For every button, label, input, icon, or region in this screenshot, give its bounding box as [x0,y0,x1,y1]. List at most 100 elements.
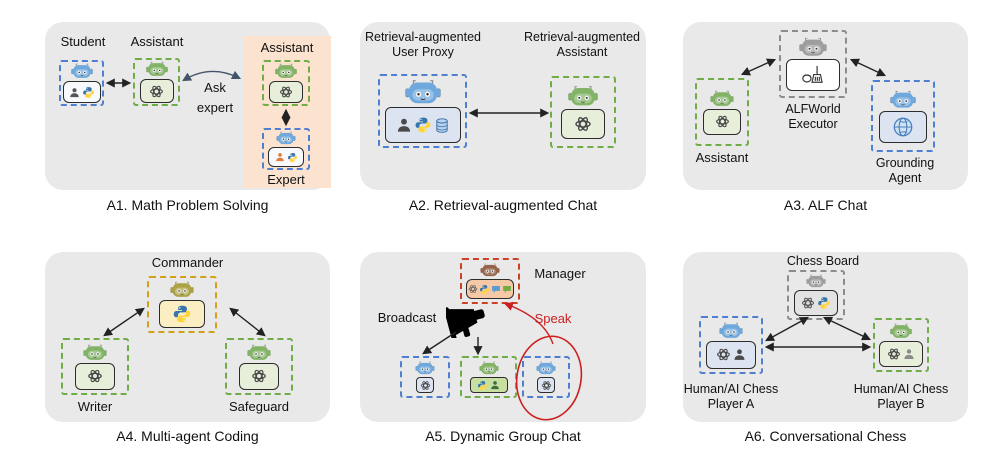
ask-expert-label-line2: expert [196,100,234,115]
expert-label: Expert [267,172,305,187]
robot-icon [799,37,827,57]
person-icon [275,152,285,162]
caption-a4: A4. Multi-agent Coding [116,428,259,444]
assistant-label: Assistant [695,150,749,165]
panel-a5: Manager Broadcast Speak [360,252,646,422]
python-icon [414,116,432,134]
player-b-screen [879,341,923,367]
commander-label: Commander [151,255,224,270]
player-a-screen [706,340,756,369]
caption-a5: A5. Dynamic Group Chat [425,428,581,444]
caption-a2: A2. Retrieval-augmented Chat [408,197,598,213]
panel-a1: Student Assistant Assistant [45,22,331,190]
executor-screen [786,59,840,91]
student-screen [62,81,101,103]
chess-board-label: Chess Board [786,254,860,268]
globe-icon [892,116,914,138]
chess-board-screen [794,290,838,316]
database-icon [434,117,450,134]
writer-screen [75,362,115,390]
megaphone-icon [446,300,490,338]
expert-assistant-agent [262,60,310,106]
openai-icon [251,368,267,384]
expert-assistant-label: Assistant [260,40,314,55]
caption-a6: A6. Conversational Chess [744,428,907,444]
robot-icon [568,85,598,107]
assistant-agent [133,58,180,106]
robot-icon [247,344,271,361]
python-icon [287,152,298,163]
player-b-agent [873,318,929,372]
robot-icon [275,63,297,79]
alfworld-executor-agent [779,30,847,98]
safeguard-screen [239,362,279,390]
robot-icon [719,322,743,339]
assistant-agent [695,78,749,146]
robot-icon [83,344,107,361]
openai-icon [541,380,552,391]
writer-agent [61,338,129,395]
ra-assistant-label: Retrieval-augmented Assistant [523,30,641,59]
python-icon [172,304,192,324]
assistant-screen [139,79,174,103]
commander-screen [159,300,205,328]
robot-icon [170,281,194,298]
group-agent-1-screen [416,377,434,393]
openai-icon [279,85,293,99]
group-agent-3 [522,356,570,398]
robot-icon [536,361,556,375]
broom-icon [801,65,825,85]
openai-icon [715,114,730,129]
player-b-label: Human/AI Chess Player B [853,382,949,411]
openai-icon [887,347,901,361]
ask-expert-label-line1: Ask [204,80,226,95]
chat-bubble-icon [491,285,501,294]
robot-icon [480,263,500,277]
broadcast-label: Broadcast [377,310,437,325]
person-icon [733,348,746,361]
robot-icon [890,90,916,109]
group-agent-3-screen [537,377,555,393]
python-icon [817,296,831,310]
python-icon [82,86,95,99]
expert-assistant-screen [269,81,303,103]
manager-label: Manager [534,266,586,281]
chat-bubble-icon [502,285,512,294]
user-proxy-label: Retrieval-augmented User Proxy [364,30,482,59]
python-icon [479,284,490,295]
person-icon [69,87,80,98]
person-icon [903,348,915,360]
robot-icon [405,79,441,105]
openai-icon [468,284,478,294]
safeguard-label: Safeguard [229,399,289,414]
safeguard-agent [225,338,293,395]
robot-icon [276,131,296,145]
grounding-screen [879,110,927,143]
openai-icon [87,368,103,384]
expert-agent [262,128,310,170]
student-agent [59,60,104,106]
manager-screen [466,279,514,299]
openai-icon [574,115,592,133]
panel-a4: Commander Writer Safeguard [45,252,330,422]
group-agent-2 [460,356,517,398]
robot-icon [415,361,435,375]
writer-label: Writer [77,399,113,414]
user-proxy-agent [378,74,467,148]
user-proxy-screen [384,107,461,143]
python-icon [477,380,488,391]
player-a-agent [699,316,763,374]
robot-icon [890,323,912,339]
speak-label: Speak [534,311,572,326]
executor-label: ALFWorld Executor [785,102,841,131]
panel-a6: Chess Board Human/AI Chess Player A [683,252,968,422]
openai-icon [149,84,164,99]
manager-agent [460,258,520,304]
expert-screen [268,147,304,167]
assistant-label: Assistant [130,34,184,49]
ra-assistant-agent [550,76,616,148]
chess-board-agent [787,270,845,320]
panel-a3: ALFWorld Executor Assistant Grounding Ag… [683,22,968,190]
openai-icon [801,296,815,310]
